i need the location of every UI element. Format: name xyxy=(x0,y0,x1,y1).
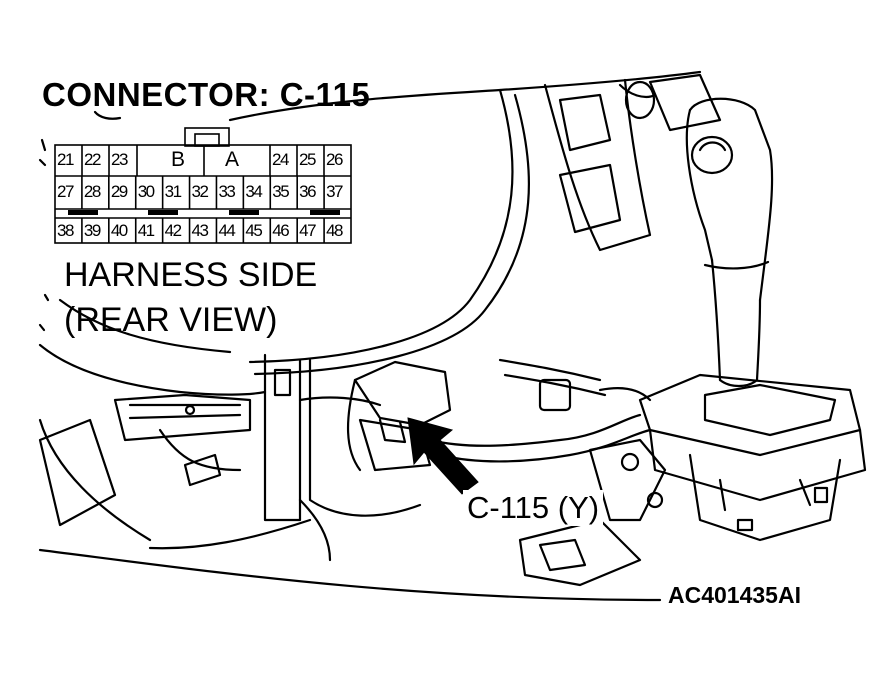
pin-label: 31 xyxy=(164,182,182,201)
figure-id: AC401435AI xyxy=(668,582,801,608)
pin-label: 45 xyxy=(245,221,262,240)
pin-label: 43 xyxy=(191,221,209,240)
pin-label: 48 xyxy=(326,221,343,240)
connector-face-diagram xyxy=(54,127,352,244)
pin-label: 34 xyxy=(245,182,262,201)
pin-label-a: A xyxy=(225,148,240,171)
pin-label: 28 xyxy=(83,182,101,201)
pin-label: 44 xyxy=(218,221,235,240)
pin-label: 29 xyxy=(110,182,128,201)
harness-side-caption: HARNESS SIDE xyxy=(64,256,318,294)
pin-label: 36 xyxy=(299,182,316,201)
pin-label: 21 xyxy=(57,150,74,169)
pin-label-b: B xyxy=(171,148,186,171)
pin-label: 33 xyxy=(218,182,235,201)
pin-label: 40 xyxy=(110,221,128,240)
pin-label: 38 xyxy=(57,221,74,240)
pin-label: 37 xyxy=(326,182,343,201)
pin-label: 47 xyxy=(299,221,316,240)
pin-label: 46 xyxy=(272,221,289,240)
pin-label: 24 xyxy=(272,150,289,169)
pin-label: 27 xyxy=(57,182,74,201)
pin-label: 39 xyxy=(83,221,101,240)
pin-label: 22 xyxy=(84,150,101,169)
pin-label: 35 xyxy=(272,182,289,201)
pin-label: 25 xyxy=(299,150,316,169)
pin-label: 32 xyxy=(191,182,209,201)
connector-title: CONNECTOR: C-115 xyxy=(42,76,371,113)
pointer-arrow xyxy=(407,417,479,495)
pin-label: 23 xyxy=(111,150,128,169)
pin-label: 30 xyxy=(137,182,155,201)
pin-label: 26 xyxy=(326,150,343,169)
rear-view-caption: (REAR VIEW) xyxy=(64,301,278,339)
pin-label: 41 xyxy=(137,221,155,240)
pin-label: 42 xyxy=(164,221,182,240)
connector-pin-grid: 21 22 23 B A 24 25 26 27 28 29 30 31 32 33 34 35… xyxy=(55,145,351,243)
connector-callout: C-115 (Y) xyxy=(463,490,604,526)
